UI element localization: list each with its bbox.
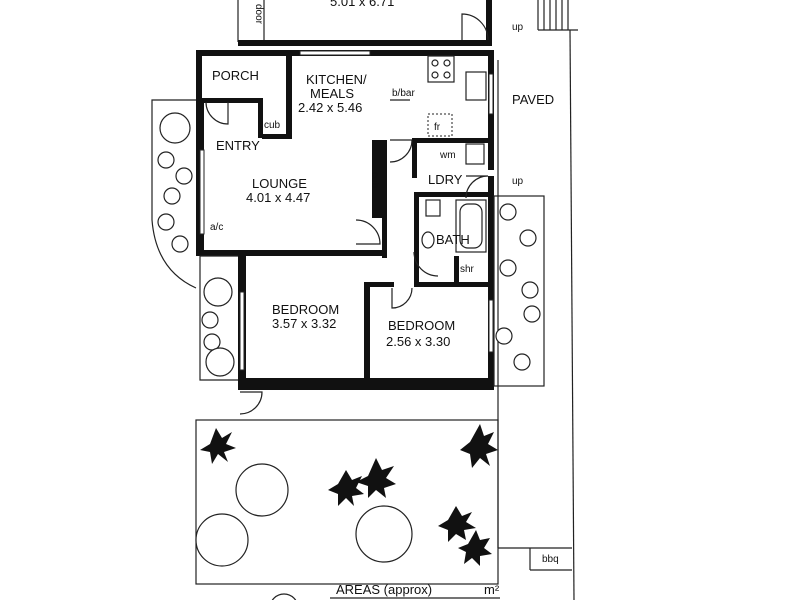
breakfast-bar-label: b/bar [392,88,415,99]
shower-label: shr [460,264,475,275]
door-tag: door [253,4,264,25]
bbq-label: bbq [542,554,559,565]
bedroom2-label: BEDROOM [388,318,455,333]
walls [196,0,494,390]
aircon-label: a/c [210,222,223,233]
kitchen-label-line2: MEALS [310,86,354,101]
garden-beds [151,99,545,585]
top-room-dims: 5.01 x 6.71 [330,0,394,9]
hall-cupboard-label: cub [369,172,380,189]
porch-label: PORCH [212,68,259,83]
doors [205,13,489,415]
lounge-label: LOUNGE [252,176,307,191]
shrubs [157,112,541,567]
entry-cupboard-label: cub [264,120,281,131]
areas-label: AREAS (approx) [336,582,432,597]
areas-unit: m² [484,582,500,597]
fridge-label: fr [434,122,441,133]
bedroom2-dims: 2.56 x 3.30 [386,334,450,349]
up-label-top: up [512,22,524,33]
bath-label: BATH [436,232,470,247]
up-label-mid: up [512,176,524,187]
lounge-dims: 4.01 x 4.47 [246,190,310,205]
kitchen-label-line1: KITCHEN/ [306,72,367,87]
room-labels: 5.01 x 6.71 door up up PORCH KITCHEN/ ME… [210,0,559,597]
kitchen-dims: 2.42 x 5.46 [298,100,362,115]
bedroom1-label: BEDROOM [272,302,339,317]
stairs [537,0,578,31]
windows [199,50,494,371]
laundry-label: LDRY [428,172,463,187]
areas-symbol [271,593,297,600]
kitchen-fixtures [390,55,487,165]
bedroom1-dims: 3.57 x 3.32 [272,316,336,331]
washing-machine-label: wm [439,150,456,161]
paved-label: PAVED [512,92,554,107]
bath-fixtures [421,199,487,253]
trees [200,424,498,566]
entry-label: ENTRY [216,138,260,153]
